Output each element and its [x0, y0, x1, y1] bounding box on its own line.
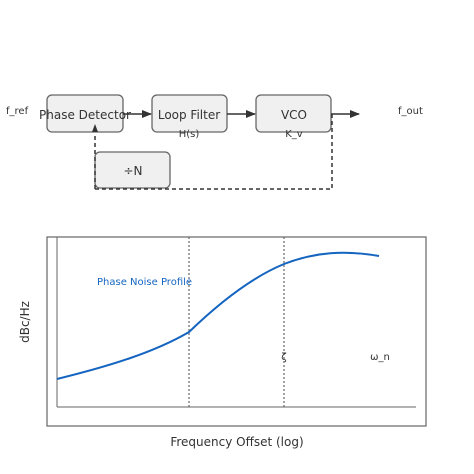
curve-label: Phase Noise Profile	[97, 277, 192, 288]
y-axis-label: dBc/Hz	[18, 301, 32, 343]
vco-sublabel: K_v	[285, 129, 303, 140]
input-label: f_ref	[6, 106, 29, 117]
divider-label: ÷N	[123, 164, 142, 178]
block-diagram: f_ref f_out Phase Detector Loop Filter V…	[6, 94, 423, 190]
feedback-path	[95, 114, 333, 190]
feedback-arrowhead	[92, 124, 98, 132]
vco-label: VCO	[281, 108, 307, 122]
x-axis-label: Frequency Offset (log)	[170, 435, 303, 449]
loop-filter-label: Loop Filter	[158, 108, 220, 122]
loop-filter-sublabel: H(s)	[179, 129, 200, 140]
output-label: f_out	[398, 106, 423, 117]
marker-omega-n-label: ω_n	[370, 352, 390, 363]
loop-filter-block: Loop Filter	[151, 94, 228, 133]
divider-block: ÷N	[94, 151, 171, 189]
vco-block: VCO	[255, 94, 332, 133]
plot-frame	[46, 236, 427, 427]
phase-noise-plot: Phase Noise Profile ζ ω_n Frequency Offs…	[18, 236, 427, 449]
marker-zeta-label: ζ	[281, 352, 286, 363]
phase-detector-label: Phase Detector	[39, 108, 131, 122]
phase-detector-block: Phase Detector	[39, 94, 131, 133]
phase-noise-curve	[56, 251, 380, 380]
